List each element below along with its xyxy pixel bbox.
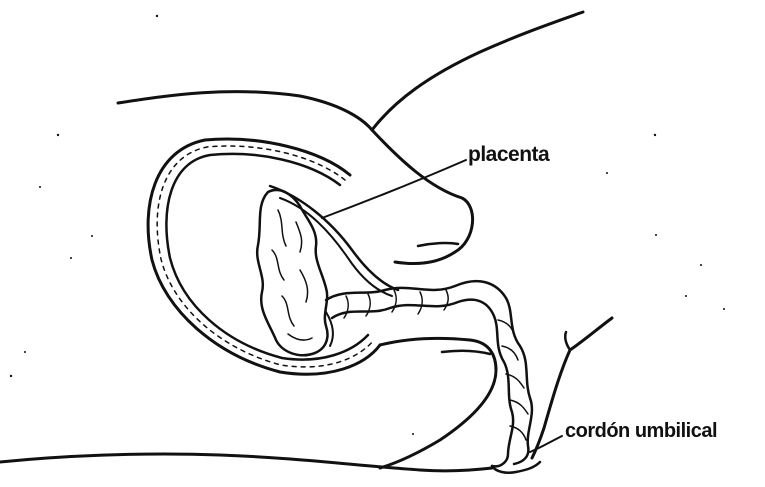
uterus-wall-dashes: [157, 146, 374, 367]
placenta-body: [257, 190, 327, 355]
cord-pointer-line: [530, 436, 562, 452]
scan-specks: [10, 15, 725, 435]
placenta-label: placenta: [468, 143, 549, 167]
umbilical-cord-outer: [326, 281, 532, 464]
placenta-texture: [272, 210, 312, 340]
uterus-outer-wall: [148, 139, 380, 374]
hip-arrow-tick: [565, 332, 570, 350]
thigh-fold-line: [442, 351, 490, 354]
umbilical-cord-inner: [332, 300, 513, 467]
bottom-contour: [0, 454, 492, 471]
abdomen-fold-line: [418, 243, 458, 246]
mother-back-contour: [118, 12, 583, 130]
umbilical-cord-label: cordón umbilical: [565, 420, 717, 443]
lower-body-contour: [380, 338, 496, 468]
